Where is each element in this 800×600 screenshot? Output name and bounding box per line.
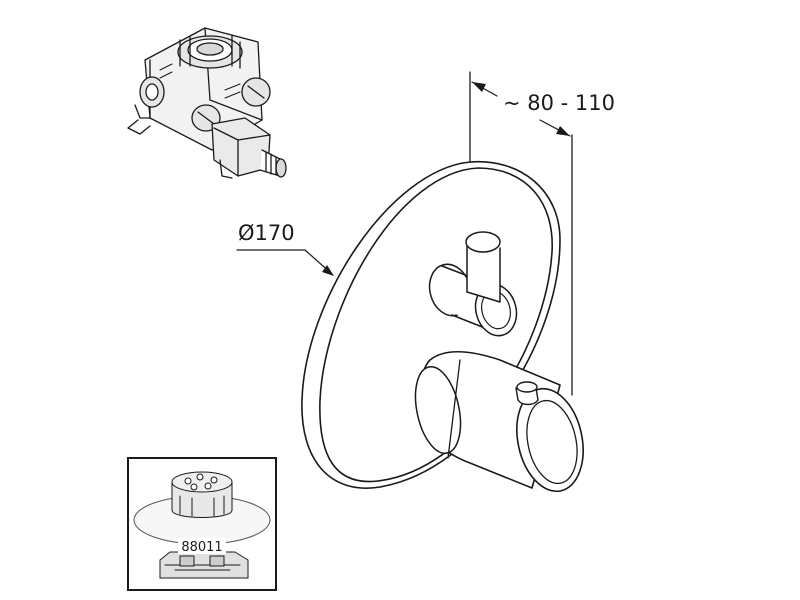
diameter-arrowhead-icon (322, 265, 334, 276)
diameter-dimension-label: Ø170 (238, 221, 295, 245)
diameter-dimension: Ø170 (236, 221, 334, 276)
thermostat-trim-illustration (301, 160, 584, 493)
inset-part-number: 88011 (181, 540, 222, 555)
diverter-lever (428, 231, 518, 337)
width-dimension: ~ 80 - 110 (469, 71, 615, 396)
width-dimension-label: ~ 80 - 110 (503, 91, 615, 115)
temperature-knob (414, 350, 584, 493)
arrowhead-left-icon (472, 82, 486, 92)
valve-body-illustration (127, 27, 287, 179)
inset-installation-set: 88011 (127, 457, 277, 591)
arrowhead-right-icon (556, 126, 570, 136)
